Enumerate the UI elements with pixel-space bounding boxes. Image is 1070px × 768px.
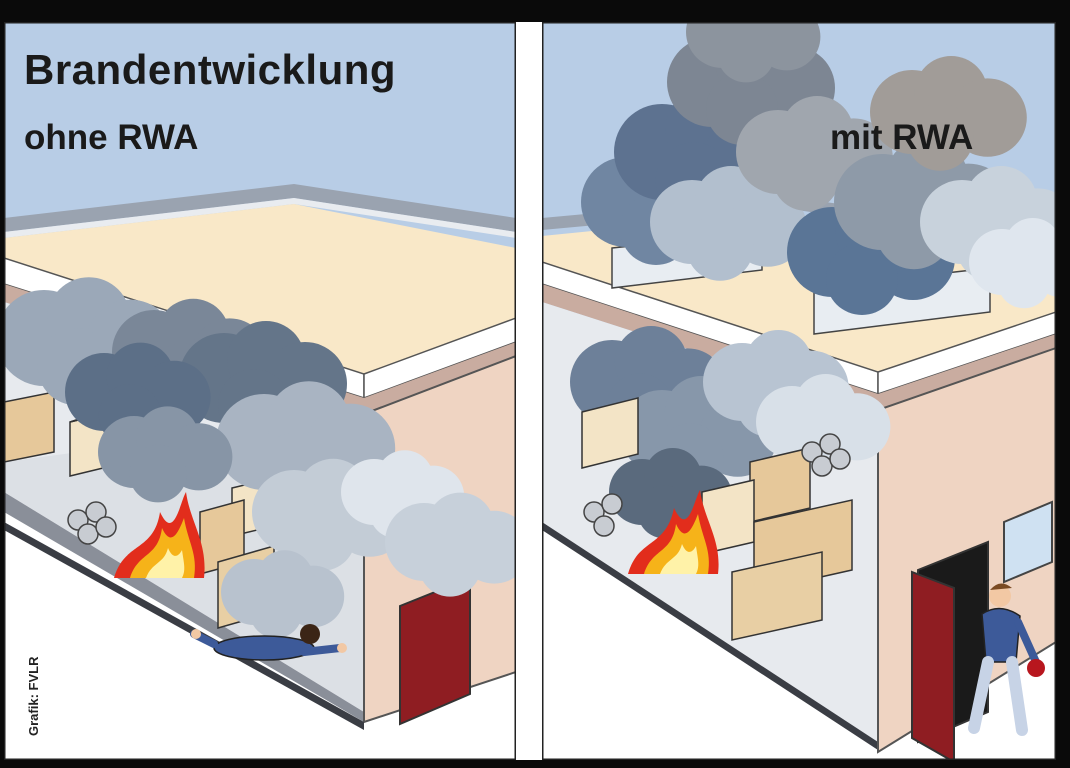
subtitle-without-rwa: ohne RWA	[24, 118, 199, 157]
boxes	[581, 397, 853, 641]
pipes	[583, 433, 851, 537]
fire-icon	[114, 492, 205, 578]
escaping-person-icon	[968, 583, 1045, 736]
credit: Grafik: FVLR	[26, 656, 41, 736]
roof	[4, 204, 516, 374]
illustration-without-rwa	[4, 22, 516, 760]
pipes	[67, 501, 117, 545]
panel-divider	[516, 22, 542, 760]
title: Brandentwicklung	[24, 46, 397, 93]
window	[1003, 500, 1053, 584]
panel-with-rwa	[542, 22, 1056, 760]
panel-without-rwa	[4, 22, 516, 760]
label-with-rwa: mit RWA	[830, 118, 974, 157]
fire-icon	[628, 490, 719, 574]
illustration-with-rwa	[542, 22, 1056, 760]
unconscious-person-icon	[190, 624, 347, 661]
